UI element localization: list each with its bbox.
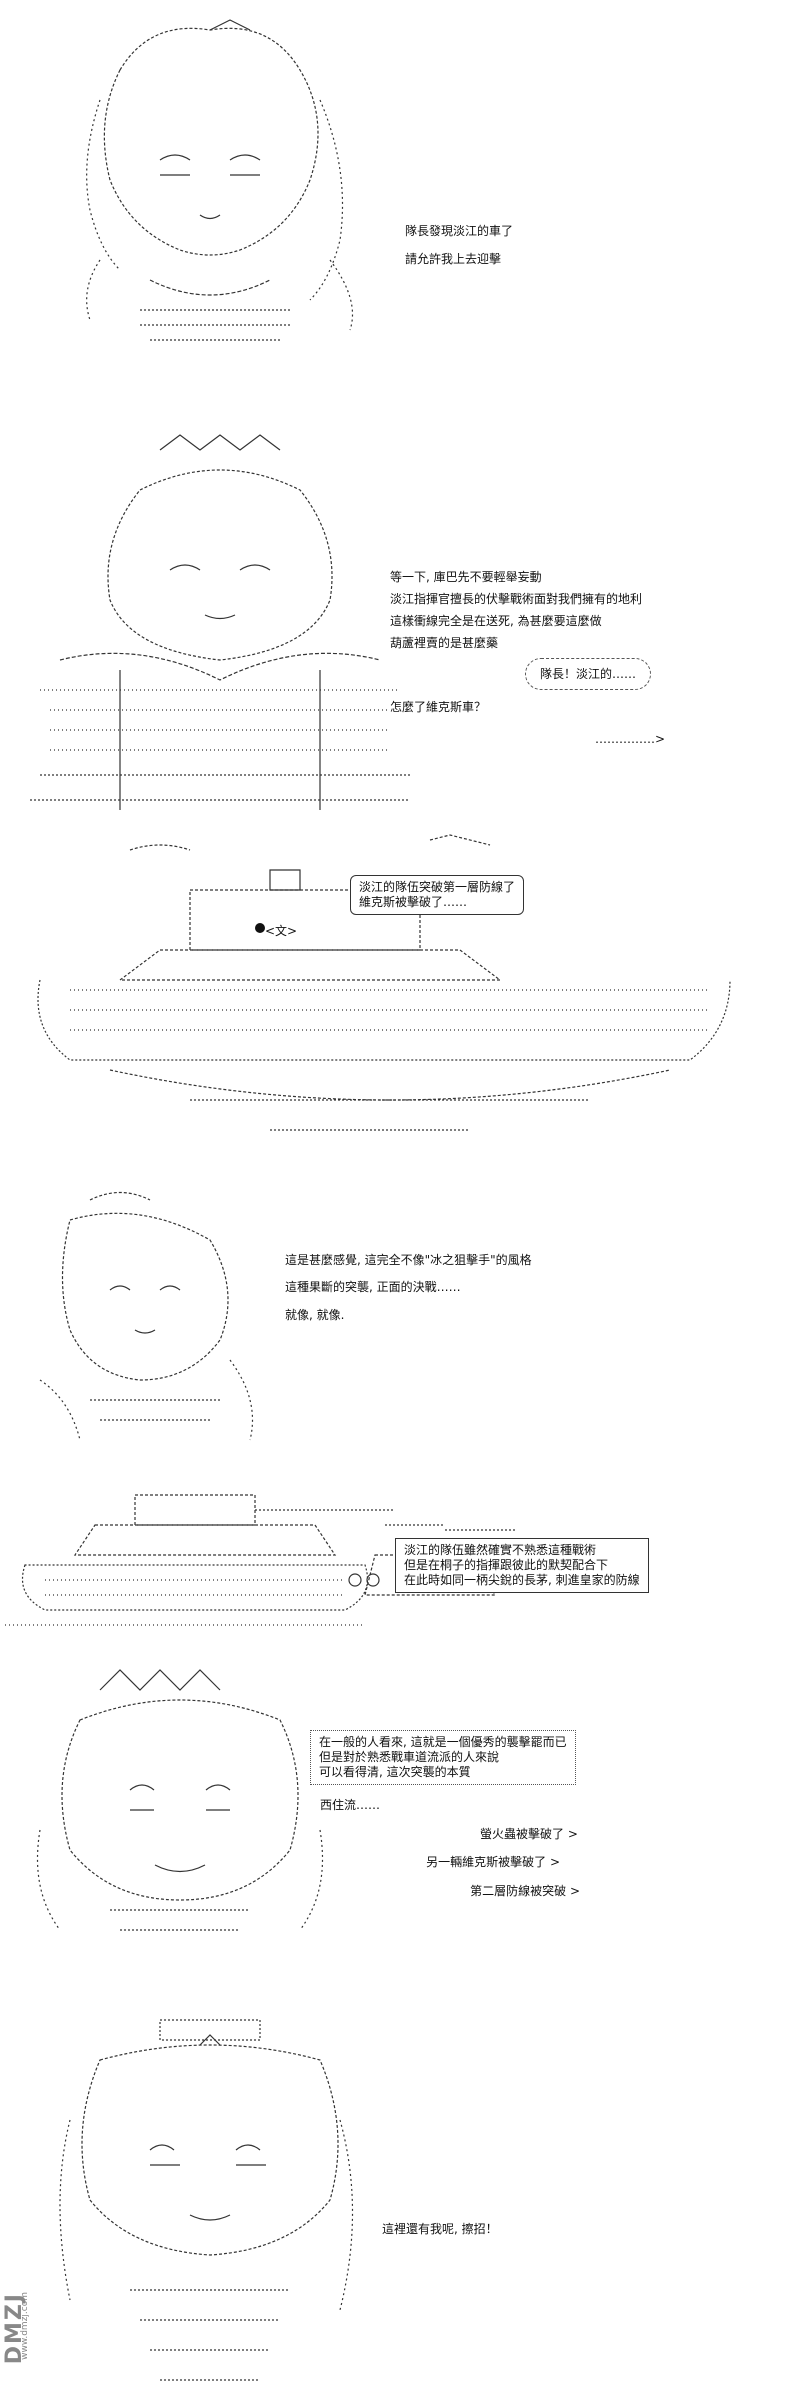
bubble-line: 維克斯被擊破了…… (359, 895, 468, 909)
narration-line: 在此時如同一柄尖銳的長茅, 刺進皇家的防線 (404, 1573, 640, 1587)
narration-line: 可以看得清, 這次突襲的本質 (319, 1765, 471, 1779)
panel-7: 這裡還有我呢, 擦招！ DMZJ www.dmzj.com (0, 1990, 800, 2408)
radio-report: 另一輛維克斯被擊破了 > (426, 1855, 560, 1869)
character-portrait-ascii-art (10, 1180, 280, 1450)
dialogue-line: 葫蘆裡賣的是甚麼藥 (390, 636, 499, 650)
narration-line: 但是在桐子的指揮跟彼此的默契配合下 (404, 1558, 609, 1572)
watermark-url: www.dmzj.com (20, 2292, 30, 2360)
dialogue-line: 隊長發現淡江的車了 (405, 224, 514, 238)
character-portrait-ascii-art (40, 2000, 380, 2400)
dialogue-line: 怎麼了維克斯車？ (390, 700, 487, 714)
shout-bubble: 隊長！淡江的…… (525, 658, 652, 690)
panel-3: <文> 淡江的隊伍突破第一層防線了 維克斯被擊破了…… (0, 830, 800, 1160)
panel-1: 隊長發現淡江的車了 請允許我上去迎擊 (0, 0, 800, 360)
bubble-line: 淡江的隊伍突破第一層防線了 (359, 880, 516, 894)
panel-6: 在一般的人看來, 這就是一個優秀的襲擊罷而已 但是對於熟悉戰車道流派的人來說 可… (0, 1660, 800, 1990)
radio-report: 螢火蟲被擊破了 > (480, 1827, 578, 1841)
character-portrait-ascii-art (40, 10, 380, 350)
dialogue-line: 等一下, 庫巴先不要輕舉妄動 (390, 570, 542, 584)
dialogue-line: 這裡還有我呢, 擦招！ (382, 2222, 498, 2236)
dialogue-line: 這是甚麼感覺, 這完全不像"冰之狙擊手"的風格 (285, 1253, 532, 1267)
panel-2: 等一下, 庫巴先不要輕舉妄動 淡江指揮官擅長的伏擊戰術面對我們擁有的地利 這樣衝… (0, 430, 800, 830)
narration-line: 在一般的人看來, 這就是一個優秀的襲擊罷而已 (319, 1735, 567, 1749)
panel-5: 淡江的隊伍雖然確實不熟悉這種戰術 但是在桐子的指揮跟彼此的默契配合下 在此時如同… (0, 1480, 800, 1650)
trailing-text: ……………> (595, 732, 666, 746)
tank-marking: <文> (265, 924, 298, 938)
tank-ascii-art (10, 830, 770, 1150)
narration-line: 淡江的隊伍雖然確實不熟悉這種戰術 (404, 1543, 597, 1557)
character-portrait-ascii-art (20, 1660, 340, 1960)
character-portrait-ascii-art (20, 430, 420, 820)
site-watermark: DMZJ www.dmzj.com (2, 2292, 30, 2402)
dialogue-line: 這樣衝線完全是在送死, 為甚麼要這麼做 (390, 614, 602, 628)
speech-bubble: 淡江的隊伍突破第一層防線了 維克斯被擊破了…… (350, 875, 525, 915)
dialogue-line: 西住流…… (320, 1798, 381, 1812)
radio-report: 第二層防線被突破 > (470, 1884, 580, 1898)
narration-box: 在一般的人看來, 這就是一個優秀的襲擊罷而已 但是對於熟悉戰車道流派的人來說 可… (310, 1730, 576, 1785)
dialogue-line: 這種果斷的突襲, 正面的決戰…… (285, 1280, 461, 1294)
narration-line: 但是對於熟悉戰車道流派的人來說 (319, 1750, 500, 1764)
dialogue-line: 就像, 就像. (285, 1308, 345, 1322)
narration-box: 淡江的隊伍雖然確實不熟悉這種戰術 但是在桐子的指揮跟彼此的默契配合下 在此時如同… (395, 1538, 649, 1593)
panel-4: 這是甚麼感覺, 這完全不像"冰之狙擊手"的風格 這種果斷的突襲, 正面的決戰……… (0, 1180, 800, 1460)
dialogue-line: 淡江指揮官擅長的伏擊戰術面對我們擁有的地利 (390, 592, 643, 606)
dialogue-line: 請允許我上去迎擊 (405, 252, 502, 266)
